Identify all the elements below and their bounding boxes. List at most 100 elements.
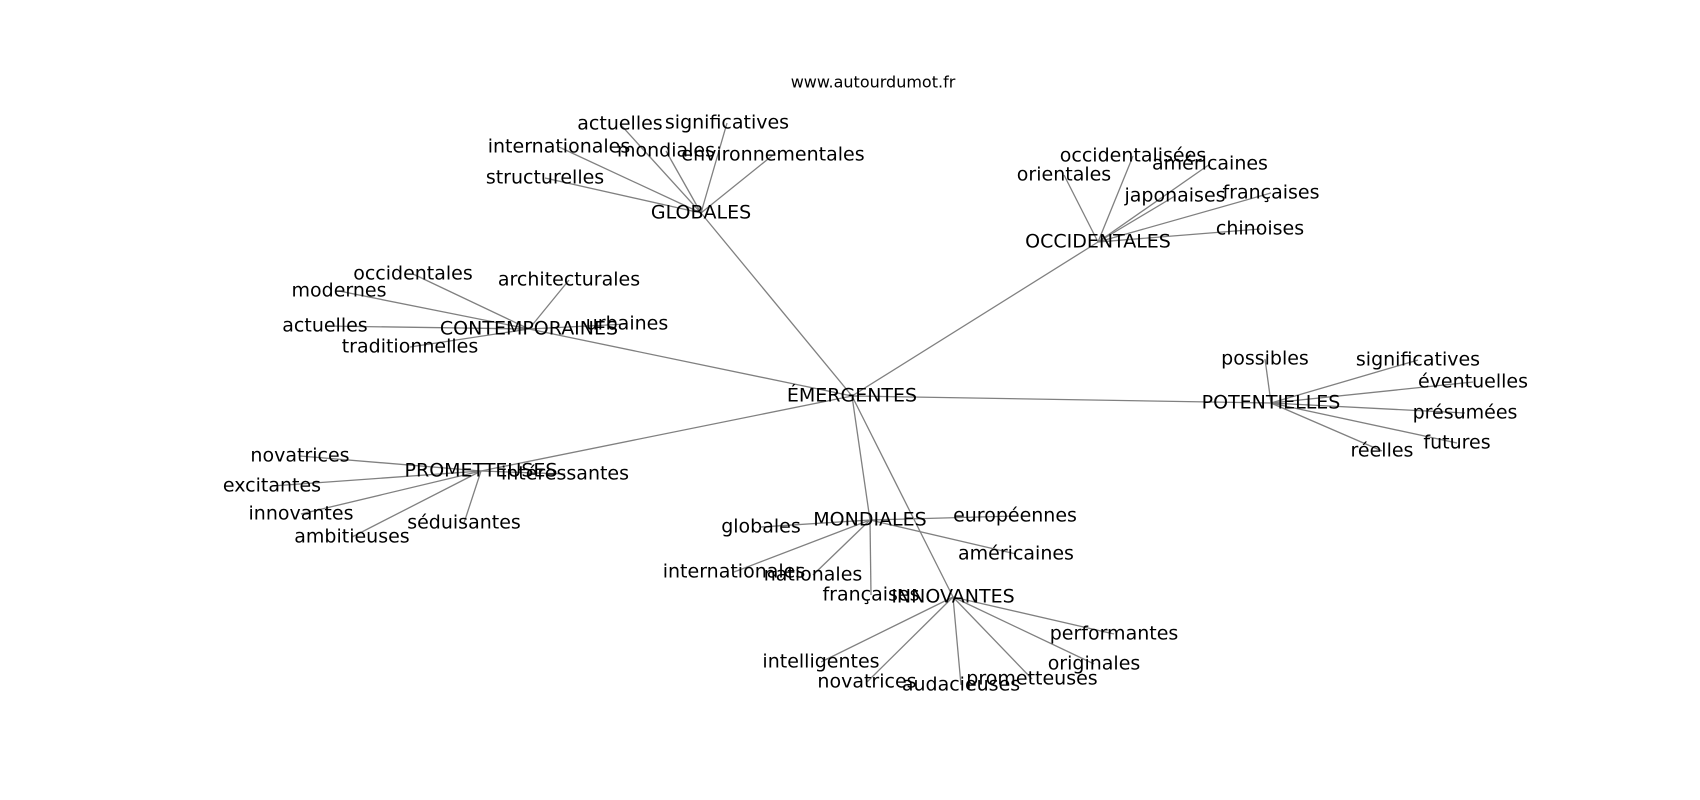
edge-prometteuses-leaf	[299, 455, 482, 472]
leaf-node-label: séduisantes	[407, 512, 521, 534]
edge-occidentales-leaf	[1097, 228, 1261, 243]
leaf-node-label: internationales	[663, 561, 806, 583]
edge-mondiales-leaf	[760, 519, 871, 528]
leaf-node-label: occidentalisées	[1060, 145, 1206, 167]
edge-innovantes-leaf	[820, 596, 954, 663]
edge-prometteuses-leaf	[463, 470, 482, 524]
edge-mondiales-leaf	[812, 519, 871, 576]
edge-occidentales-leaf	[1097, 163, 1211, 243]
leaf-node-label: éventuelles	[1418, 371, 1528, 393]
edge-potentielles-leaf	[1270, 381, 1474, 404]
edge-root-innovantes	[851, 395, 954, 598]
edge-globales-leaf	[700, 154, 774, 214]
source-watermark: www.autourdumot.fr	[791, 73, 956, 92]
edge-globales-leaf	[700, 122, 728, 214]
leaf-node-label: prometteuses	[966, 668, 1097, 690]
leaf-node-label: chinoises	[1216, 218, 1304, 240]
leaf-node-label: orientales	[1017, 164, 1111, 186]
leaf-node-label: actuelles	[577, 113, 662, 135]
leaf-node-label: japonaises	[1123, 185, 1225, 207]
edge-innovantes-leaf	[952, 596, 1033, 680]
leaf-node-label: modernes	[292, 280, 387, 302]
leaf-node-label: actuelles	[282, 315, 367, 337]
edge-mondiales-leaf	[869, 519, 872, 596]
edge-root-potentielles	[851, 395, 1272, 404]
edge-mondiales-leaf	[733, 519, 871, 573]
edge-mondiales-leaf	[869, 519, 1017, 555]
leaf-node-label: urbaines	[586, 313, 668, 335]
edge-occidentales-leaf	[1097, 195, 1176, 243]
leaf-node-label: environnementales	[681, 144, 864, 166]
leaf-node-label: audacieuses	[902, 674, 1020, 696]
leaf-node-label: globales	[721, 516, 801, 538]
edge-potentielles-leaf	[1270, 402, 1466, 414]
edge-mondiales-leaf	[869, 515, 1016, 521]
hub-node-potentielles: POTENTIELLES	[1202, 392, 1341, 414]
leaf-node-label: novatrices	[250, 445, 349, 467]
leaf-node-label: françaises	[1222, 182, 1319, 204]
edge-contemporaines-leaf	[528, 323, 628, 330]
edge-prometteuses-leaf	[480, 470, 566, 475]
leaf-node-label: intelligentes	[762, 651, 879, 673]
leaf-node-label: américaines	[958, 543, 1074, 565]
leaf-node-label: performantes	[1050, 623, 1179, 645]
edge-root-mondiales	[851, 395, 871, 521]
hub-node-occidentales: OCCIDENTALES	[1025, 231, 1171, 253]
edge-contemporaines-leaf	[338, 290, 530, 330]
edge-occidentales-leaf	[1097, 155, 1134, 243]
hub-node-contemporaines: CONTEMPORAINES	[440, 318, 618, 340]
hub-node-mondiales: MONDIALES	[813, 509, 926, 531]
edge-innovantes-leaf	[866, 596, 954, 683]
edge-contemporaines-leaf	[409, 328, 530, 348]
leaf-node-label: européennes	[953, 505, 1077, 527]
edge-innovantes-leaf	[952, 596, 962, 686]
leaf-node-label: françaises	[822, 584, 919, 606]
leaf-node-label: internationales	[488, 136, 631, 158]
edge-root-prometteuses	[480, 395, 853, 472]
leaf-node-label: intéressantes	[501, 463, 629, 485]
edge-innovantes-leaf	[952, 596, 1095, 665]
leaf-node-label: significatives	[1356, 349, 1480, 371]
edge-root-contemporaines	[528, 328, 853, 397]
edge-potentielles-leaf	[1270, 402, 1383, 452]
leaf-node-label: traditionnelles	[342, 336, 479, 358]
leaf-node-label: architecturales	[498, 269, 640, 291]
hub-node-innovantes: INNOVANTES	[891, 586, 1014, 608]
edge-potentielles-leaf	[1270, 402, 1458, 444]
edge-potentielles-leaf	[1264, 358, 1272, 404]
edge-innovantes-leaf	[952, 596, 1115, 635]
leaf-node-label: réelles	[1351, 440, 1414, 462]
edge-potentielles-leaf	[1270, 359, 1419, 404]
leaf-node-label: excitantes	[223, 475, 321, 497]
hub-node-globales: GLOBALES	[651, 202, 751, 224]
leaf-node-label: innovantes	[249, 503, 354, 525]
edge-prometteuses-leaf	[271, 470, 482, 487]
edge-root-globales	[700, 212, 853, 397]
edge-prometteuses-leaf	[300, 470, 482, 515]
edge-prometteuses-leaf	[351, 470, 482, 538]
edge-globales-leaf	[619, 123, 702, 214]
edge-contemporaines-leaf	[324, 325, 530, 330]
edge-contemporaines-leaf	[412, 273, 530, 330]
leaf-node-label: occidentales	[353, 263, 473, 285]
leaf-node-label: futures	[1423, 432, 1490, 454]
leaf-node-label: mondiales	[617, 140, 715, 162]
edge-contemporaines-leaf	[528, 279, 570, 330]
leaf-node-label: ambitieuses	[294, 526, 409, 548]
edge-occidentales-leaf	[1097, 192, 1272, 243]
leaf-node-label: originales	[1048, 653, 1141, 675]
edge-globales-leaf	[558, 146, 702, 214]
edge-root-occidentales	[851, 241, 1099, 397]
graph-edges	[271, 122, 1474, 686]
edge-globales-leaf	[544, 177, 702, 214]
edge-occidentales-leaf	[1063, 174, 1099, 243]
root-node-label: ÉMERGENTES	[787, 384, 917, 407]
hub-node-prometteuses: PROMETTEUSES	[405, 460, 558, 482]
leaf-node-label: significatives	[665, 112, 789, 134]
leaf-node-label: novatrices	[817, 671, 916, 693]
leaf-node-label: structurelles	[486, 167, 604, 189]
leaf-node-label: américaines	[1152, 153, 1268, 175]
